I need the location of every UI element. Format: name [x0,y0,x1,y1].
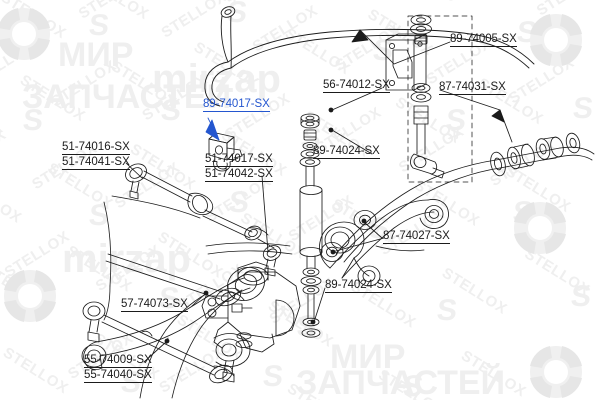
label-51-74042-sx[interactable]: 51-74042-SX [205,168,273,182]
label-89-74005-sx[interactable]: 89-74005-SX [450,33,517,47]
label-89-74024-sx-lower[interactable]: 89-74024-SX [325,279,392,293]
label-51-74016-sx[interactable]: 51-74016-SX [62,141,130,155]
label-51-74041-sx[interactable]: 51-74041-SX [62,156,130,170]
label-51-74017-sx[interactable]: 51-74017-SX [205,153,273,167]
label-89-74024-sx-upper[interactable]: 89-74024-SX [313,145,380,159]
label-group-center-link: 55-74009-SX 55-74040-SX [84,353,152,383]
label-55-74009-sx[interactable]: 55-74009-SX [84,354,152,368]
label-group-outer-tie-rod: 51-74016-SX 51-74041-SX [62,140,130,170]
label-57-74073-sx[interactable]: 57-74073-SX [121,298,188,312]
label-89-74017-sx-selected[interactable]: 89-74017-SX [203,98,270,112]
label-87-74027-sx[interactable]: 87-74027-SX [383,230,450,244]
label-55-74040-sx[interactable]: 55-74040-SX [84,369,152,383]
label-group-inner-tie-rod: 51-74017-SX 51-74042-SX [205,152,273,182]
label-56-74012-sx[interactable]: 56-74012-SX [323,79,390,93]
label-87-74031-sx[interactable]: 87-74031-SX [439,81,506,95]
